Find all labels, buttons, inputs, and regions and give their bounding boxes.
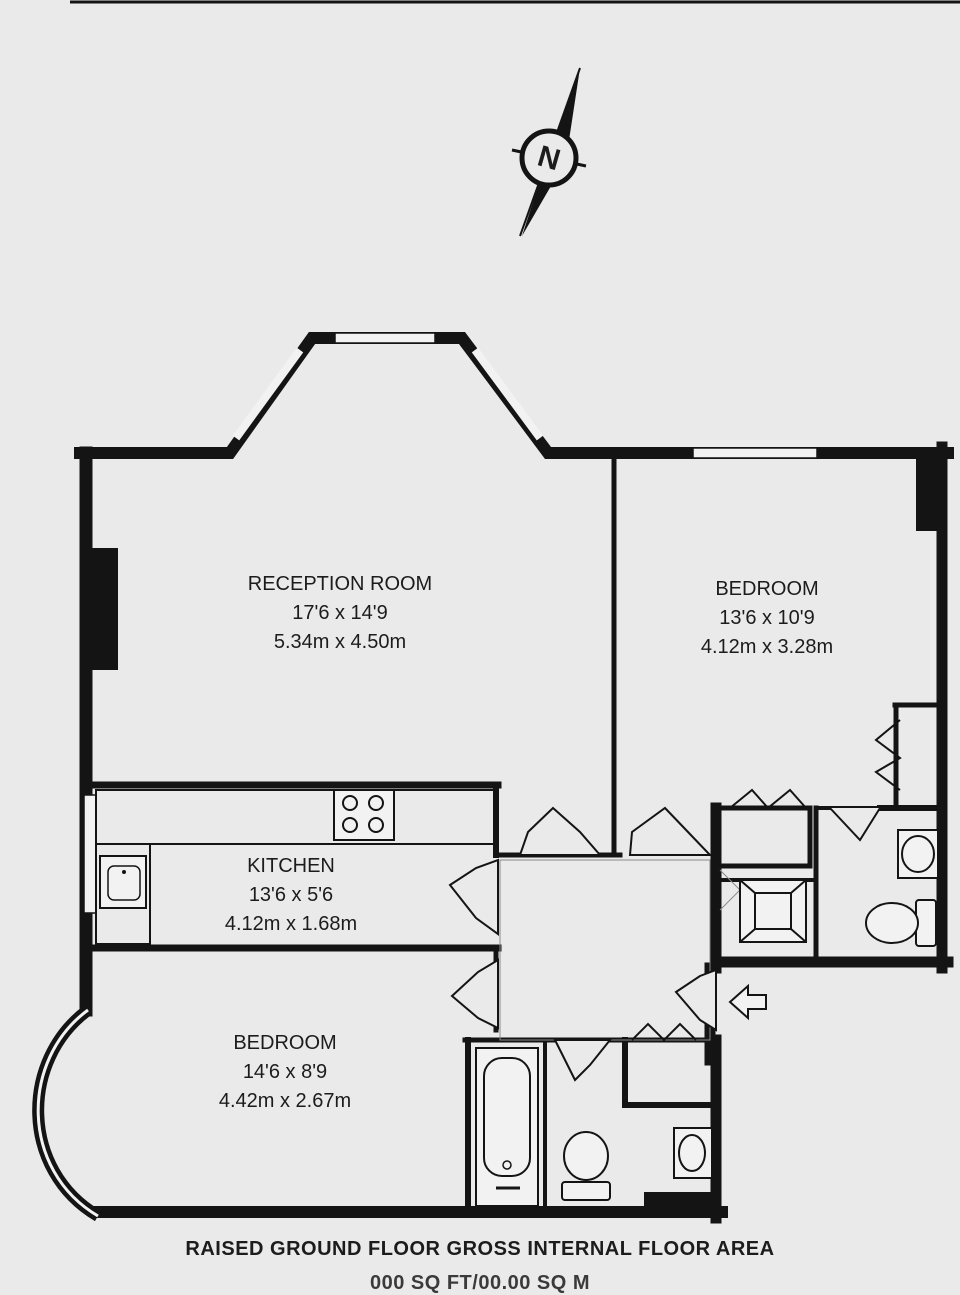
reception-metric: 5.34m x 4.50m (274, 631, 406, 653)
shower-tray-icon (739, 879, 807, 943)
toilet-right-icon (865, 899, 937, 947)
kitchen-name: KITCHEN (247, 855, 335, 877)
room-label-bedroom-left: BEDROOM 14'6 x 8'9 4.42m x 2.67m (219, 1032, 351, 1112)
bedroom-right-metric: 4.12m x 3.28m (701, 636, 833, 658)
kitchen-imperial: 13'6 x 5'6 (249, 884, 333, 906)
bay-window-curve (32, 1005, 102, 1222)
bathtub-icon (475, 1047, 539, 1207)
bedroom-left-name: BEDROOM (233, 1032, 336, 1054)
bedroom-right-imperial: 13'6 x 10'9 (719, 607, 815, 629)
windows (83, 332, 818, 914)
hob-icon (333, 789, 395, 841)
cupboards (631, 719, 902, 1042)
toilet-icon (561, 1131, 611, 1201)
chimney-breast-right (916, 453, 946, 531)
room-label-reception: RECEPTION ROOM 17'6 x 14'9 5.34m x 4.50m (248, 573, 432, 653)
kitchen-fittings (95, 789, 495, 945)
floor-area-value: 000 SQ FT/00.00 SQ M (369, 1272, 591, 1294)
basin-right-icon (897, 829, 939, 879)
bedroom-left-metric: 4.42m x 2.67m (219, 1090, 351, 1112)
basin-icon (673, 1127, 713, 1179)
entrance-arrow-icon (728, 983, 767, 1021)
chimney-breast-left (86, 548, 118, 670)
floor-area-title: RAISED GROUND FLOOR GROSS INTERNAL FLOOR… (185, 1238, 775, 1260)
bedroom-right-name: BEDROOM (715, 578, 818, 600)
kitchen-metric: 4.12m x 1.68m (225, 913, 357, 935)
room-label-bedroom-right: BEDROOM 13'6 x 10'9 4.12m x 3.28m (701, 578, 833, 658)
hallway-doors (448, 806, 881, 1082)
reception-imperial: 17'6 x 14'9 (292, 602, 388, 624)
north-arrow-icon: N (511, 67, 587, 237)
kitchen-sink-icon (99, 855, 147, 909)
room-label-kitchen: KITCHEN 13'6 x 5'6 4.12m x 1.68m (225, 855, 357, 935)
wall-pier-bottom (644, 1192, 720, 1216)
reception-name: RECEPTION ROOM (248, 573, 432, 595)
bedroom-left-imperial: 14'6 x 8'9 (243, 1061, 327, 1083)
